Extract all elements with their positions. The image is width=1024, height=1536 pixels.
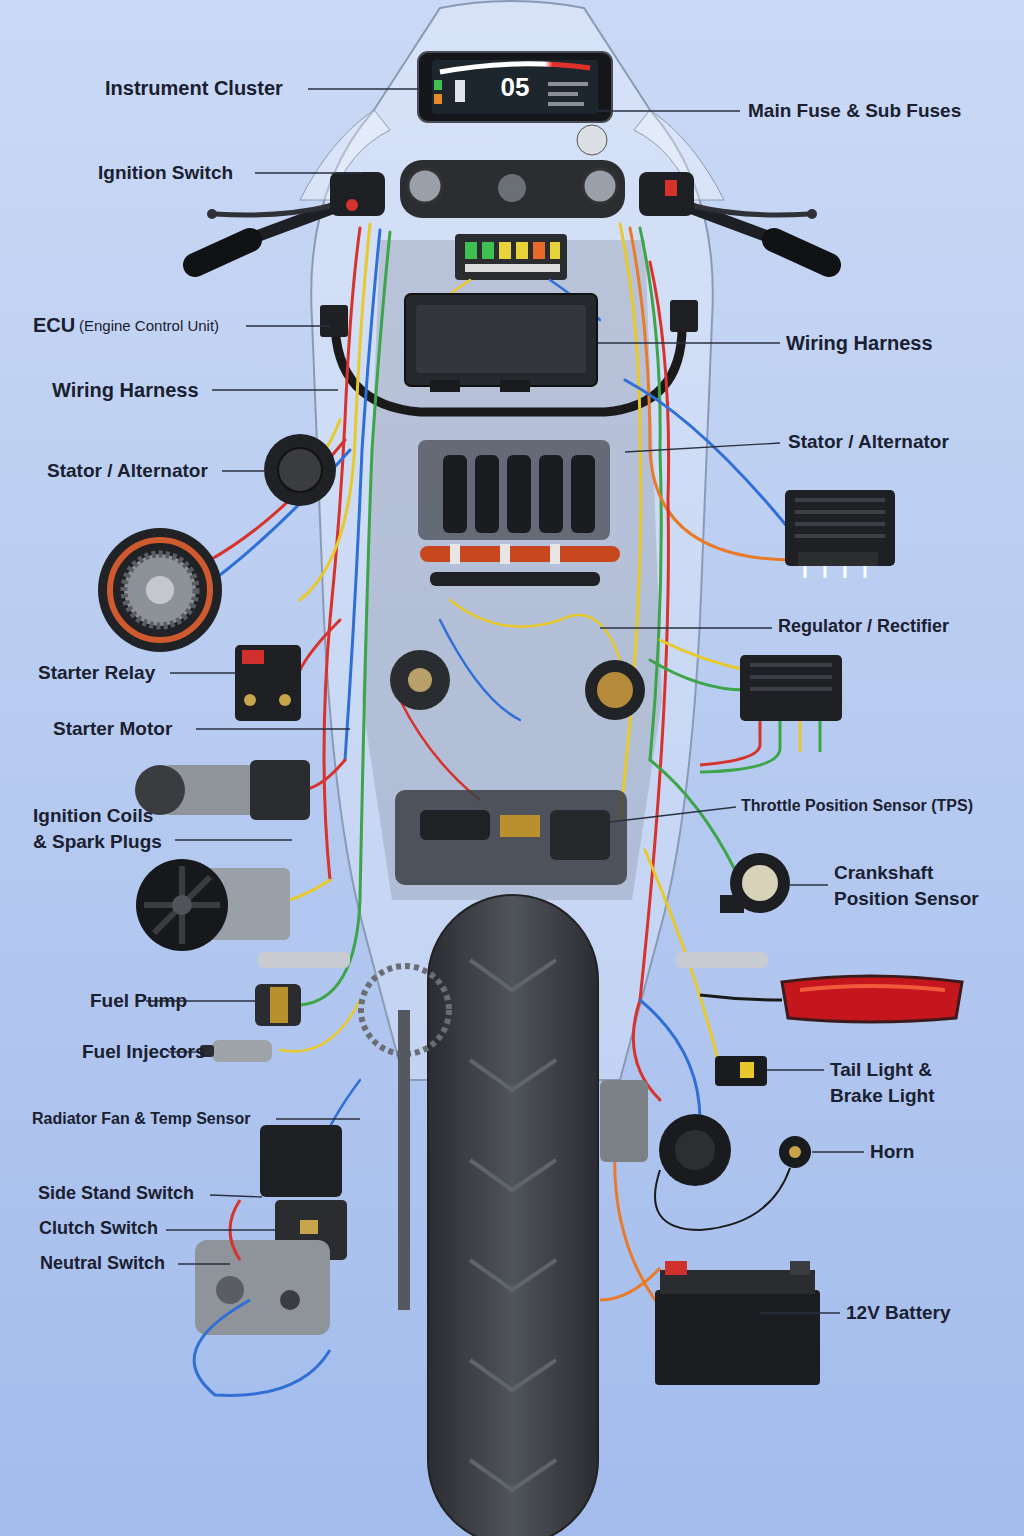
- part-label: Clutch Switch: [39, 1218, 158, 1240]
- footpeg: [676, 952, 768, 968]
- part-label: Horn: [870, 1141, 914, 1164]
- fuse-box: [455, 234, 567, 280]
- part-label: Fuel Pump: [90, 990, 187, 1013]
- part-label: Ignition Switch: [98, 162, 233, 185]
- starter-relay: [235, 645, 301, 721]
- part-label: Stator / Alternator: [47, 460, 208, 483]
- battery: [600, 1261, 820, 1385]
- part-label: Side Stand Switch: [38, 1183, 194, 1205]
- crankshaft-sensor: [720, 853, 790, 913]
- part-label: Instrument Cluster: [105, 76, 283, 100]
- part-label: Throttle Position Sensor (TPS): [741, 796, 973, 815]
- switch-cluster: [194, 1125, 347, 1395]
- display-digits: 05: [470, 72, 560, 103]
- part-label: Wiring Harness: [52, 378, 199, 402]
- part-label: Crankshaft Position Sensor: [834, 860, 989, 912]
- instrument-cluster: [418, 52, 612, 122]
- part-label: Main Fuse & Sub Fuses: [748, 100, 961, 123]
- part-label: Tail Light & Brake Light: [830, 1057, 955, 1109]
- part-label: Regulator / Rectifier: [778, 616, 949, 638]
- fuel-system: [200, 984, 301, 1062]
- part-label: Starter Motor: [53, 718, 172, 741]
- horn: [655, 1114, 811, 1230]
- engine-parts: [390, 650, 645, 885]
- ignition-coils: [418, 440, 620, 586]
- part-label: Starter Relay: [38, 662, 155, 685]
- part-label: Fuel Injectors: [82, 1041, 206, 1064]
- footpeg: [258, 952, 350, 968]
- part-label: (Engine Control Unit): [79, 317, 219, 335]
- part-label: Wiring Harness: [786, 331, 933, 355]
- frame: [362, 240, 662, 900]
- rear-tire: [361, 895, 648, 1536]
- part-label: Ignition Coils & Spark Plugs: [33, 803, 167, 855]
- part-label: ECU: [33, 313, 75, 337]
- part-label: Radiator Fan & Temp Sensor: [32, 1109, 250, 1128]
- radiator-fan: [136, 859, 290, 951]
- part-label: Neutral Switch: [40, 1253, 165, 1275]
- part-label: Stator / Alternator: [788, 431, 949, 454]
- part-label: 12V Battery: [846, 1302, 951, 1325]
- leader-lines: [146, 89, 864, 1313]
- starter-motor: [135, 760, 310, 820]
- triple-clamp: [400, 125, 625, 218]
